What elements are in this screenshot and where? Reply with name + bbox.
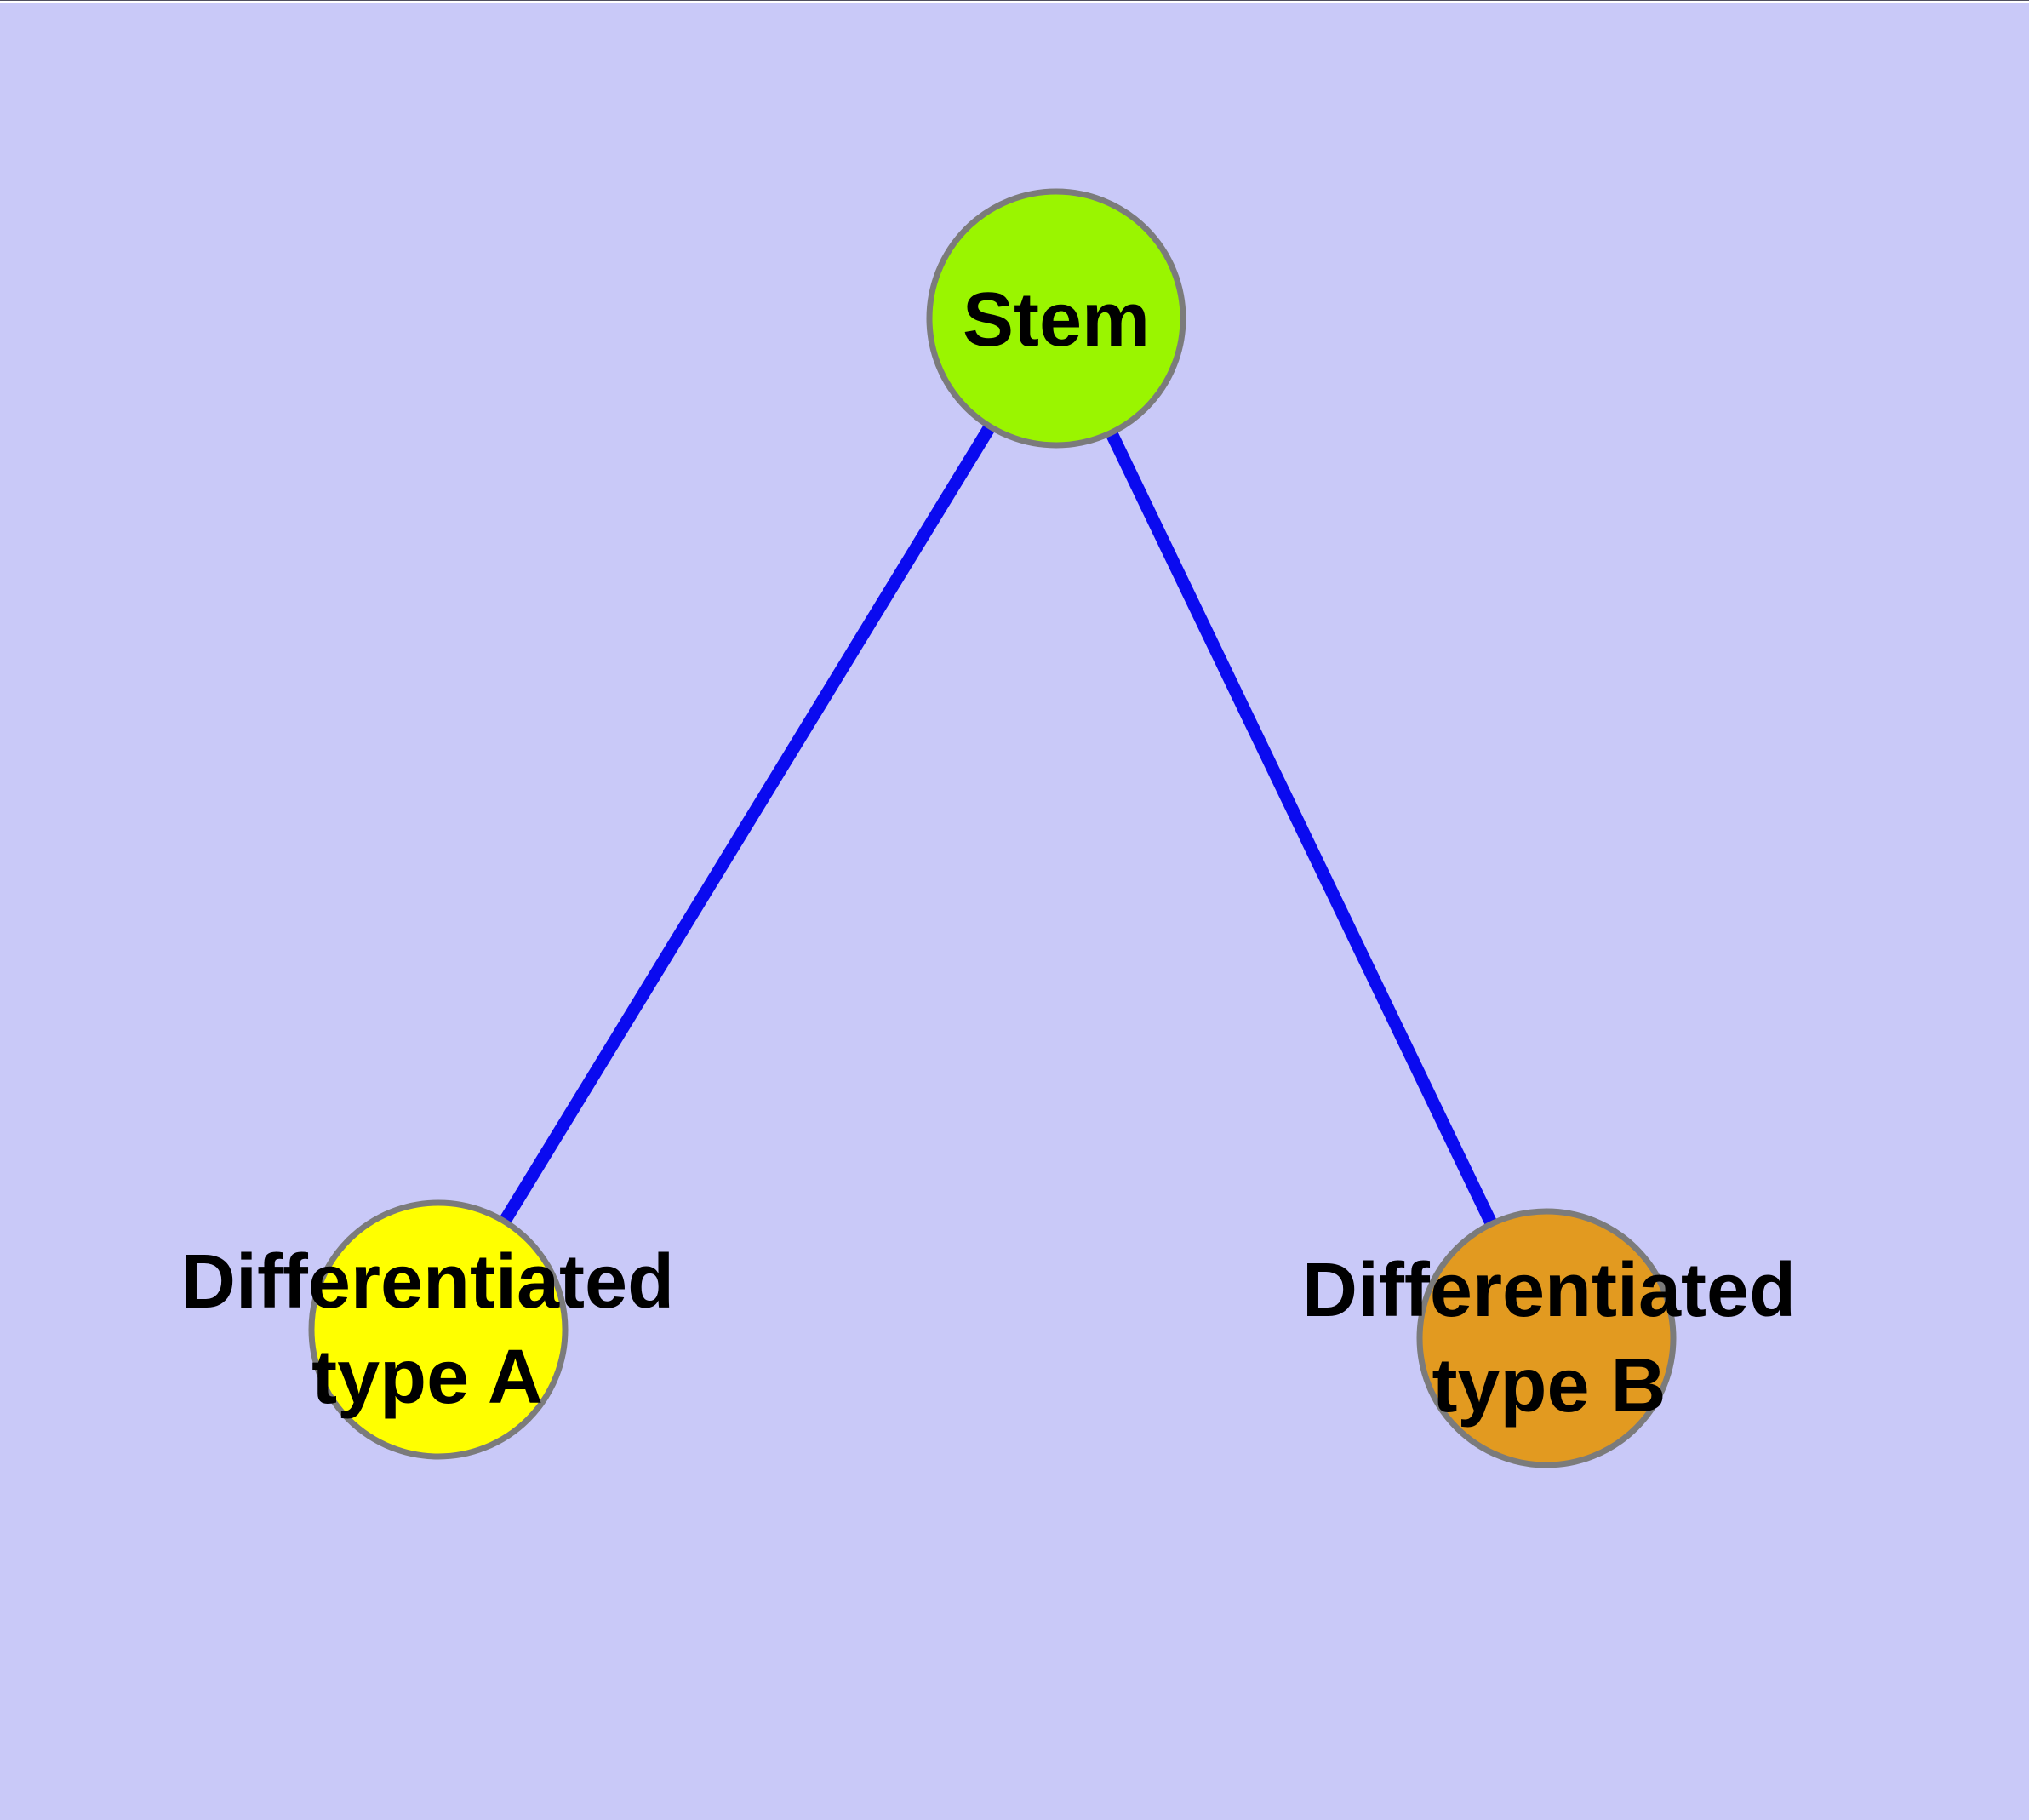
stem-node-circle[interactable] [926, 188, 1186, 449]
differentiated-type-a-node-circle[interactable] [308, 1199, 569, 1460]
differentiated-type-a-node-label: Differentiated type A [180, 1234, 674, 1425]
differentiated-type-b-node-circle[interactable] [1416, 1208, 1677, 1468]
window-top-edge [0, 0, 2029, 3]
differentiated-type-b-node-label: Differentiated type B [1302, 1243, 1796, 1434]
type-a-label-line-2: type A [311, 1335, 543, 1420]
stem-node-label: Stem [963, 272, 1150, 368]
edge-stem-to-type-b [1050, 315, 1552, 1342]
type-b-label-line-2: type B [1432, 1343, 1666, 1428]
type-a-label-line-1: Differentiated [180, 1239, 675, 1325]
edge-stem-to-type-a [432, 315, 1062, 1333]
stem-label-line: Stem [962, 278, 1151, 363]
type-b-label-line-1: Differentiated [1301, 1248, 1797, 1333]
